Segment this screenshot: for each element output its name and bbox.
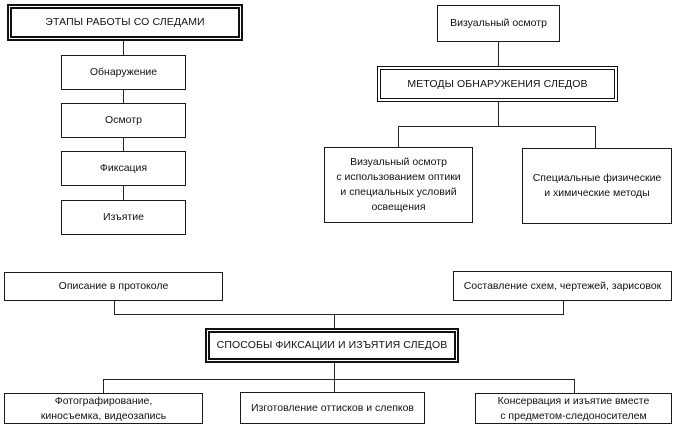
method-box-physchem: Специальные физические и химические мето…	[522, 148, 672, 224]
stage-label: Осмотр	[105, 114, 142, 126]
fixation-title-box: СПОСОБЫ ФИКСАЦИИ И ИЗЪЯТИЯ СЛЕДОВ	[205, 328, 459, 363]
connector	[498, 102, 499, 126]
connector	[398, 126, 399, 147]
connector	[114, 301, 115, 315]
stage-box-inspection: Осмотр	[61, 103, 186, 138]
stage-label: Изъятие	[103, 211, 144, 223]
connector	[563, 301, 564, 315]
connector	[498, 42, 499, 67]
visual-inspection-label: Визуальный осмотр	[450, 17, 547, 29]
connector	[398, 126, 596, 127]
connector	[103, 379, 104, 393]
connector	[114, 314, 564, 315]
stage-box-seizure: Изъятие	[61, 200, 186, 235]
stages-title-box: ЭТАПЫ РАБОТЫ СО СЛЕДАМИ	[7, 4, 243, 41]
stage-label: Обнаружение	[89, 66, 158, 78]
method-label: Визуальный осмотр с использованием оптик…	[336, 156, 461, 213]
schemes-drawings-box: Составление схем, чертежей, зарисовок	[453, 271, 672, 301]
visual-inspection-box: Визуальный осмотр	[437, 5, 560, 42]
connector	[595, 126, 596, 148]
connector	[103, 379, 575, 380]
stage-box-detection: Обнаружение	[61, 55, 186, 90]
connector	[334, 363, 335, 392]
fixation-top-label: Описание в протоколе	[58, 280, 169, 292]
method-label: Специальные физические и химические мето…	[532, 172, 662, 199]
method-box-optical: Визуальный осмотр с использованием оптик…	[324, 147, 473, 223]
stage-label: Фиксация	[99, 162, 148, 174]
connector	[574, 379, 575, 393]
fixation-top-label: Составление схем, чертежей, зарисовок	[463, 279, 662, 292]
protocol-description-box: Описание в протоколе	[4, 272, 223, 301]
connector	[123, 41, 124, 55]
preservation-seizure-box: Консервация и изъятие вместе с предметом…	[475, 393, 672, 424]
connector	[334, 314, 335, 328]
fixation-bottom-label: Изготовление оттисков и слепков	[250, 401, 415, 414]
fixation-bottom-label: Фотографирование, киносъемка, видеозапис…	[40, 394, 167, 422]
photo-video-box: Фотографирование, киносъемка, видеозапис…	[4, 393, 203, 424]
fixation-title: СПОСОБЫ ФИКСАЦИИ И ИЗЪЯТИЯ СЛЕДОВ	[216, 339, 448, 351]
stages-title: ЭТАПЫ РАБОТЫ СО СЛЕДАМИ	[45, 16, 205, 28]
connector	[123, 90, 124, 103]
casts-imprints-box: Изготовление оттисков и слепков	[240, 392, 425, 424]
stage-box-fixation: Фиксация	[61, 151, 186, 186]
connector	[123, 186, 124, 200]
fixation-bottom-label: Консервация и изъятие вместе с предметом…	[497, 394, 650, 422]
detection-title: МЕТОДЫ ОБНАРУЖЕНИЯ СЛЕДОВ	[407, 77, 588, 90]
connector	[123, 138, 124, 151]
detection-title-box: МЕТОДЫ ОБНАРУЖЕНИЯ СЛЕДОВ	[377, 66, 618, 102]
